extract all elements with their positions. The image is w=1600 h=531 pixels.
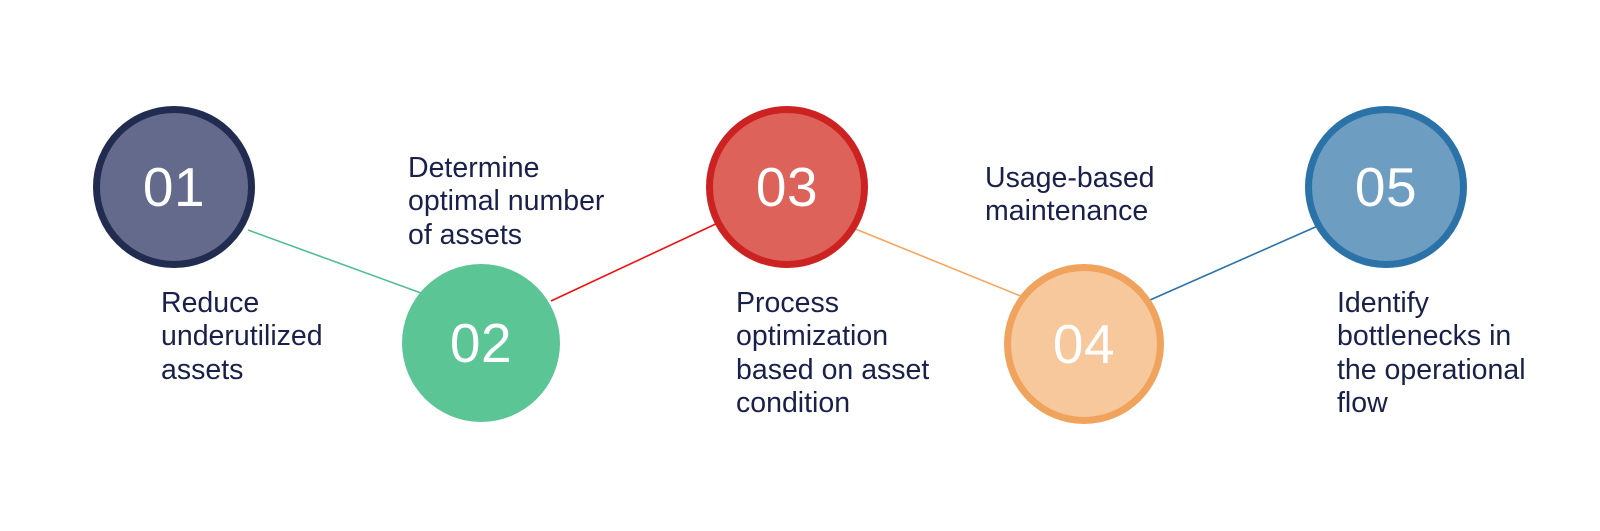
step-node-01[interactable]: 01 <box>93 106 255 268</box>
step-caption-03: Process optimization based on asset cond… <box>736 287 930 420</box>
step-number-02: 02 <box>449 311 513 374</box>
step-caption-04: Usage-based maintenance <box>985 162 1155 228</box>
connector-01-to-02 <box>247 229 422 294</box>
step-caption-05: Identify bottlenecks in the operational … <box>1337 287 1526 420</box>
step-node-04[interactable]: 04 <box>1004 264 1164 424</box>
step-number-04: 04 <box>1052 312 1116 375</box>
step-number-03: 03 <box>755 155 819 218</box>
step-number-01: 01 <box>142 155 206 218</box>
step-caption-01: Reduce underutilized assets <box>161 287 323 386</box>
step-node-02[interactable]: 02 <box>402 264 560 422</box>
step-node-03[interactable]: 03 <box>706 106 868 268</box>
connector-04-to-05 <box>1149 224 1321 301</box>
step-node-05[interactable]: 05 <box>1305 106 1467 268</box>
step-number-05: 05 <box>1354 155 1418 218</box>
step-caption-02: Determine optimal number of assets <box>408 152 605 251</box>
